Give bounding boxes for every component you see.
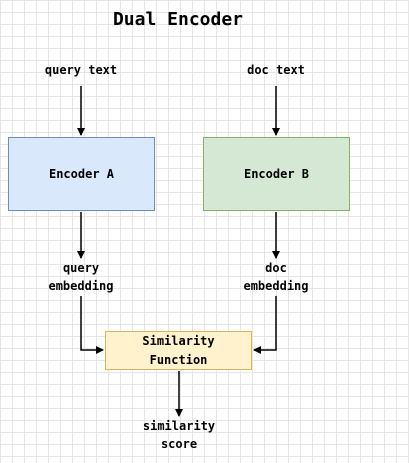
doc-text-label: doc text: [247, 63, 305, 77]
diagram-title: Dual Encoder: [112, 9, 244, 30]
encoder-a-label: Encoder A: [48, 167, 115, 181]
doc-embedding-label: doc embedding: [216, 259, 336, 295]
similarity-score-line-1: similarity: [142, 419, 216, 433]
similarity-function-line-2: Function: [149, 352, 208, 367]
encoder-a-box: Encoder A: [8, 137, 155, 211]
arrow-query-embedding-to-similarity: [80, 296, 104, 354]
query-embedding-line-2: embedding: [48, 279, 114, 293]
arrow-doc-embedding-to-similarity: [253, 296, 277, 354]
similarity-score-label: similarity score: [119, 417, 239, 453]
similarity-function-line-1: Similarity: [142, 333, 215, 348]
encoder-b-box: Encoder B: [203, 137, 350, 211]
similarity-function-box: Similarity Function: [105, 331, 252, 370]
doc-embedding-line-2: embedding: [243, 279, 309, 293]
query-embedding-line-1: query: [62, 261, 100, 275]
encoder-b-label: Encoder B: [243, 167, 310, 181]
query-embedding-label: query embedding: [21, 259, 141, 295]
similarity-score-line-2: score: [160, 437, 198, 451]
query-text-label: query text: [44, 63, 118, 77]
doc-embedding-line-1: doc: [265, 261, 287, 275]
